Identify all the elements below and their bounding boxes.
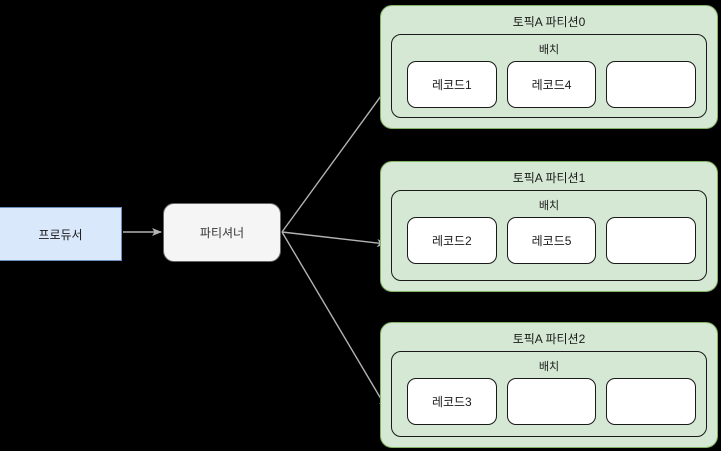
- edge-partitioner-to-partition0: [281, 84, 390, 233]
- partition-2-title: 토픽A 파티션2: [512, 332, 586, 346]
- record-slot-empty[interactable]: [606, 217, 697, 264]
- partition-2-batch[interactable]: 배치 레코드3: [391, 351, 707, 437]
- partition-1-batch[interactable]: 배치 레코드2 레코드5: [391, 190, 707, 281]
- partition-0-batch[interactable]: 배치 레코드1 레코드4: [391, 34, 707, 118]
- edge-partitioner-to-partition1: [281, 231, 387, 247]
- partition-2-batch-label: 배치: [538, 361, 560, 373]
- partition-0-record-list: 레코드1 레코드4: [407, 61, 697, 108]
- edge-partitioner-to-partition2: [281, 231, 388, 410]
- partition-0-title: 토픽A 파티션0: [512, 15, 586, 29]
- partition-1-title: 토픽A 파티션1: [512, 171, 586, 185]
- producer-node[interactable]: 프로듀서: [0, 207, 122, 261]
- producer-label: 프로듀서: [38, 227, 83, 242]
- record-slot-empty[interactable]: [606, 378, 697, 425]
- partition-1-record-list: 레코드2 레코드5: [407, 217, 697, 264]
- partition-2[interactable]: 토픽A 파티션2 배치 레코드3: [380, 322, 718, 448]
- record-slot[interactable]: 레코드3: [407, 378, 497, 425]
- partitioner-label: 파티셔너: [199, 226, 245, 240]
- record-slot[interactable]: 레코드1: [407, 61, 497, 108]
- record-slot-empty[interactable]: [606, 61, 697, 108]
- record-slot[interactable]: 레코드2: [407, 217, 497, 264]
- partition-0-batch-label: 배치: [538, 44, 560, 56]
- partition-1[interactable]: 토픽A 파티션1 배치 레코드2 레코드5: [380, 161, 718, 292]
- partition-1-batch-label: 배치: [538, 200, 560, 212]
- record-slot-empty[interactable]: [506, 378, 597, 425]
- record-slot[interactable]: 레코드5: [506, 217, 597, 264]
- partitioner-node[interactable]: 파티셔너: [163, 203, 281, 262]
- partition-2-record-list: 레코드3: [407, 378, 697, 425]
- partition-0[interactable]: 토픽A 파티션0 배치 레코드1 레코드4: [380, 5, 718, 129]
- record-slot[interactable]: 레코드4: [506, 61, 597, 108]
